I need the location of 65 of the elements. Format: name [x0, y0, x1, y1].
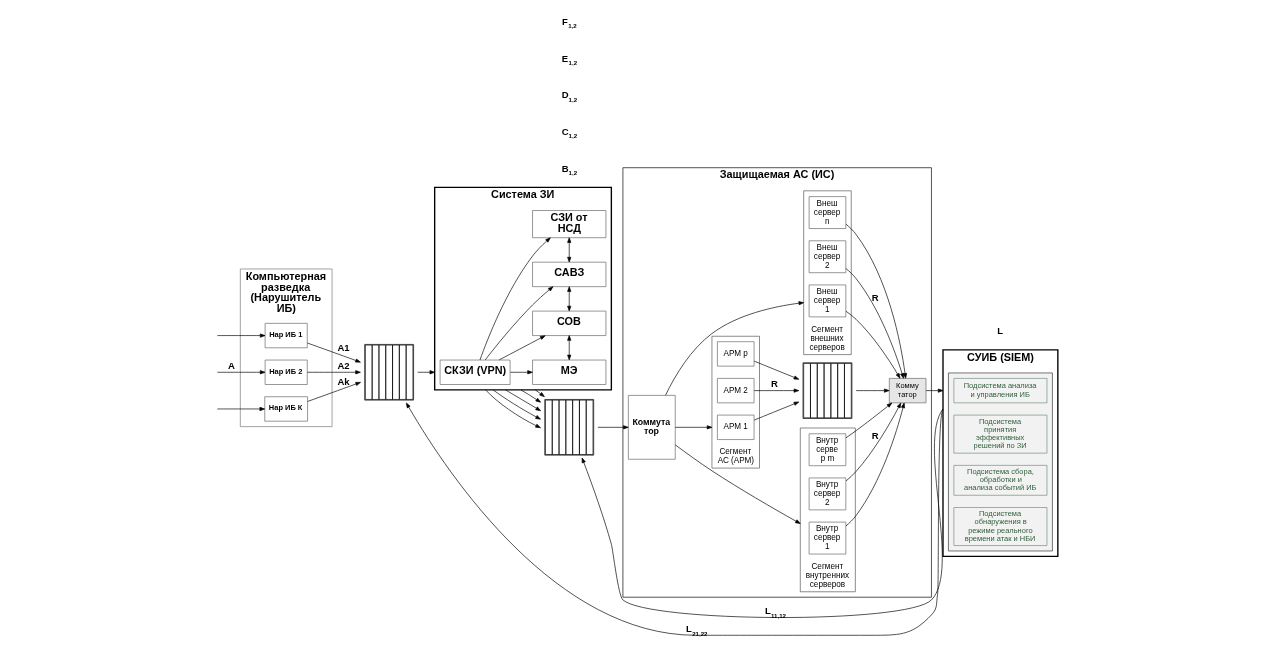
node-box: МЭ [531, 359, 606, 385]
arrow [484, 286, 553, 361]
node-box: Подсистема принятия эффективных решений по ЗИ [953, 414, 1047, 454]
node-box: Подсистема обнаружения в режиме реального времени атак и НБИ [953, 507, 1047, 546]
edge-label: Ak [336, 375, 350, 387]
edge-label: R [871, 292, 879, 304]
arrow [216, 333, 265, 338]
label: L [996, 325, 1003, 337]
arrow [216, 370, 265, 375]
arrow [855, 388, 889, 393]
arrow [534, 389, 545, 397]
arrow [306, 382, 361, 402]
node-box: Нар ИБ К [263, 396, 308, 422]
arrow [597, 425, 629, 430]
arrow [845, 268, 904, 379]
arrow [845, 310, 900, 379]
edge-label: L$_{21,22}$ [685, 623, 708, 637]
arrow [845, 223, 907, 379]
node-box: Нар ИБ 1 [264, 323, 308, 349]
arrow [664, 301, 804, 396]
arrow [216, 406, 265, 411]
arrow [479, 237, 551, 361]
arrow [566, 286, 571, 312]
cluster [947, 372, 1053, 552]
arrow [845, 402, 905, 527]
arrow [492, 389, 541, 420]
arrow [504, 389, 541, 412]
node-box: Комму татор [888, 378, 926, 404]
label: F$_{1,2}$ [561, 15, 577, 30]
arrow [520, 389, 541, 403]
label: B$_{1,2}$ [561, 162, 577, 177]
arrow [845, 402, 892, 439]
arrow [674, 444, 801, 524]
arrow [566, 237, 571, 263]
node-box: Подсистема анализа и управления ИБ [953, 378, 1047, 404]
arrow [845, 402, 901, 482]
arrow [306, 370, 361, 375]
node-box: СЗИ от НСД [531, 210, 606, 239]
arrow [925, 388, 943, 393]
node-box: СКЗИ (VPN) [439, 359, 510, 385]
label: D$_{1,2}$ [561, 89, 577, 103]
edge-label: A2 [336, 360, 350, 372]
node-box: САВЗ [531, 261, 606, 287]
edge-label: R [770, 378, 778, 390]
arrow [753, 401, 799, 421]
arrow [498, 335, 545, 361]
edge-label: A1 [336, 341, 350, 353]
arrow [674, 425, 712, 430]
node-box: Подсистема сбора, обработки и анализа событий ИБ [953, 465, 1047, 496]
node-box: Коммута тор [627, 395, 676, 460]
arrow [416, 370, 435, 375]
edge-label: R [871, 430, 879, 441]
node-box: СОВ [531, 310, 606, 336]
arrow [509, 370, 533, 375]
arrow [566, 335, 571, 361]
arrow [581, 408, 943, 618]
arrow [306, 342, 361, 363]
label: E$_{1,2}$ [561, 52, 577, 66]
label: C$_{1,2}$ [561, 125, 577, 140]
edge-label: A [227, 360, 235, 372]
arrow [405, 402, 943, 636]
node-box: Нар ИБ 2 [264, 359, 308, 385]
arrow [753, 388, 799, 393]
arrow [484, 389, 541, 428]
arrow [753, 360, 799, 380]
